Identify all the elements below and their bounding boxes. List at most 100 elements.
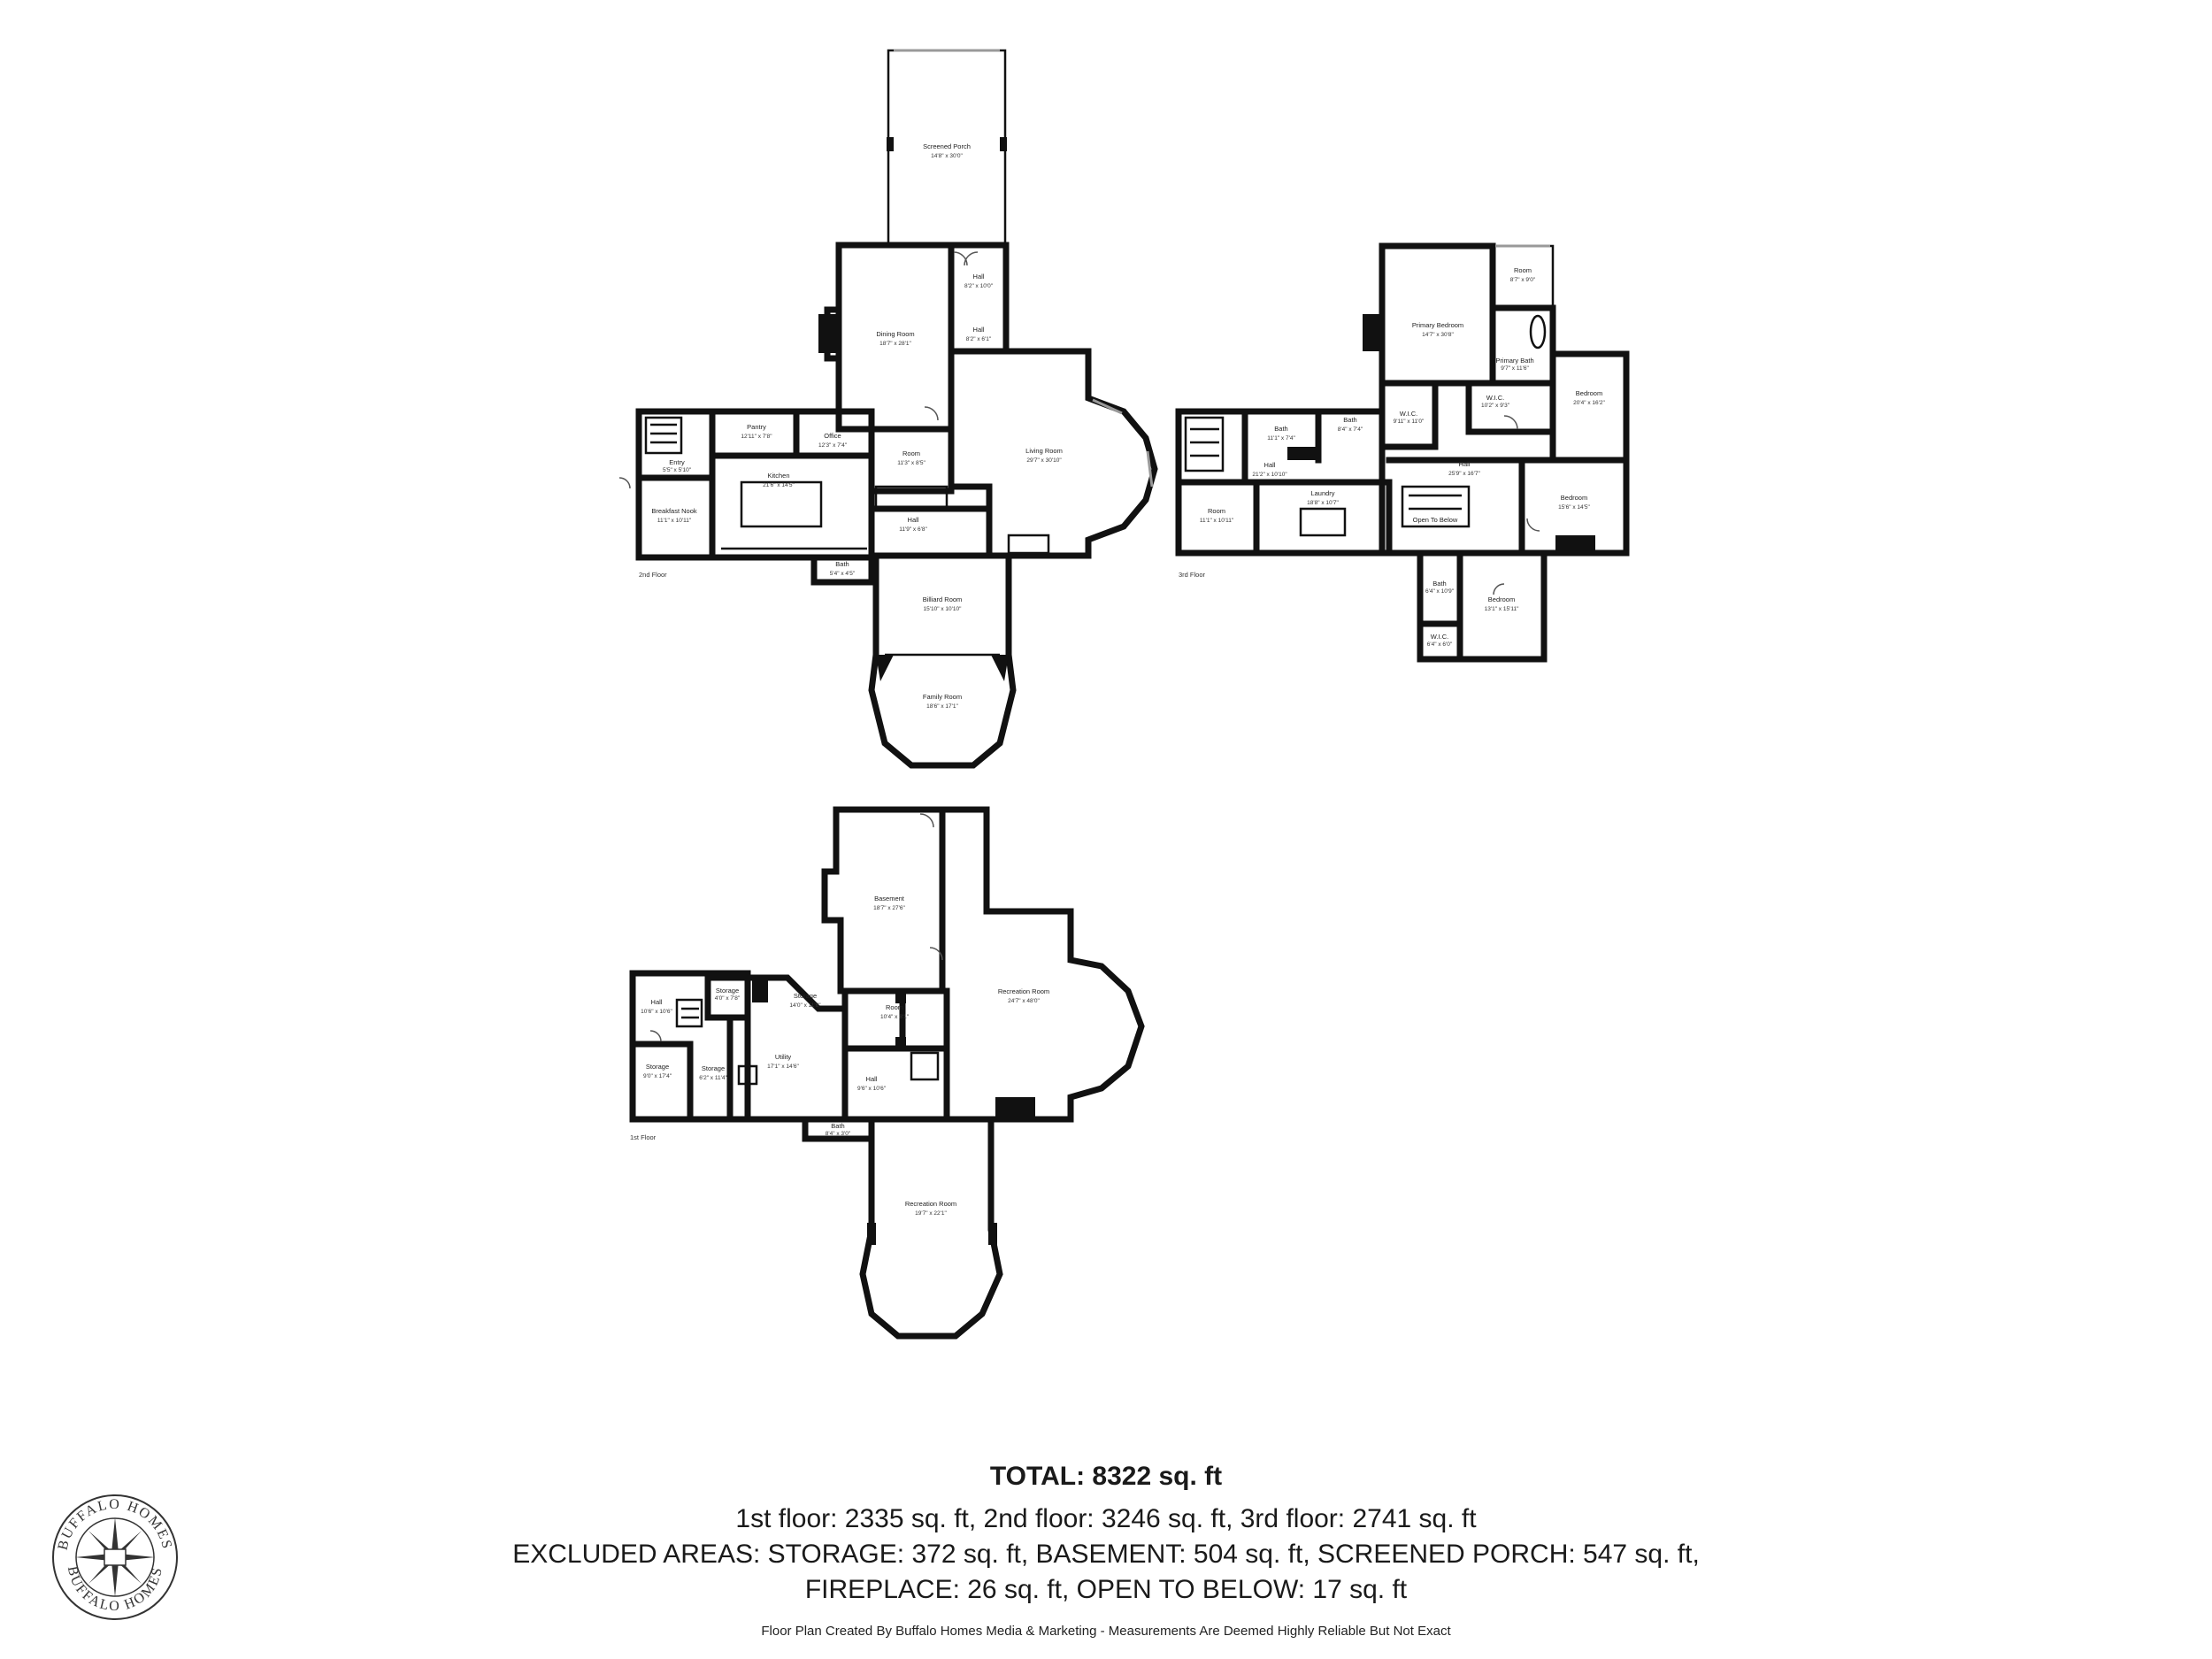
room-dims: 9'0" x 17'4" bbox=[643, 1073, 672, 1079]
room-dims: 18'6" x 17'1" bbox=[926, 703, 958, 710]
room-dims: 8'2" x 6'1" bbox=[966, 336, 992, 342]
room-label: Office bbox=[824, 432, 841, 440]
room-label: Bath bbox=[1274, 425, 1287, 433]
floor-label: 1st Floor bbox=[630, 1133, 657, 1141]
room-label: Storage bbox=[716, 987, 739, 995]
room-dims: 8'4" x 3'0" bbox=[826, 1131, 851, 1137]
room-label: W.I.C. bbox=[1431, 633, 1448, 641]
room-label: Screened Porch bbox=[923, 142, 971, 150]
compass-rose-seal-icon: BUFFALO HOMES BUFFALO HOMES bbox=[52, 1494, 178, 1620]
room-label: Pantry bbox=[747, 423, 766, 431]
room-dims: 24'7" x 48'0" bbox=[1008, 998, 1040, 1004]
room-label: Kitchen bbox=[767, 472, 789, 480]
room-dims: 14'8" x 30'0" bbox=[931, 153, 963, 159]
excluded-areas-continued: FIREPLACE: 26 sq. ft, OPEN TO BELOW: 17 … bbox=[804, 1575, 1408, 1604]
room-dims: 14'0" x 11'6" bbox=[789, 1002, 821, 1009]
room-dims: 6'4" x 10'9" bbox=[1425, 588, 1455, 595]
room-label: Hall bbox=[1264, 461, 1276, 469]
room-label: Entry bbox=[669, 458, 685, 466]
second-floor-plan bbox=[618, 49, 1158, 769]
room-dims: 8'4" x 7'4" bbox=[1338, 426, 1363, 433]
room-label: Hall bbox=[866, 1075, 878, 1083]
room-dims: 18'7" x 27'6" bbox=[873, 905, 905, 911]
room-label: Billiard Room bbox=[923, 595, 963, 603]
floor-label: 3rd Floor bbox=[1179, 571, 1206, 579]
room-label: Hall bbox=[973, 326, 985, 334]
room-dims: 5'5" x 5'10" bbox=[663, 467, 692, 473]
room-dims: 9'7" x 11'6" bbox=[1501, 365, 1529, 372]
room-label: Primary Bath bbox=[1495, 357, 1533, 365]
room-label: Dining Room bbox=[876, 330, 914, 338]
room-label: Basement bbox=[874, 895, 905, 902]
room-label: Bath bbox=[1343, 416, 1356, 424]
room-label: Family Room bbox=[923, 693, 962, 701]
room-label: Bath bbox=[831, 1122, 844, 1130]
credit-line: Floor Plan Created By Buffalo Homes Medi… bbox=[761, 1624, 1451, 1639]
room-dims: 21'6" x 14'5" bbox=[763, 482, 795, 488]
excluded-areas: EXCLUDED AREAS: STORAGE: 372 sq. ft, BAS… bbox=[512, 1540, 1700, 1569]
room-label: Room bbox=[886, 1003, 903, 1011]
room-label: Hall bbox=[1459, 460, 1471, 468]
room-dims: 6'2" x 11'4" bbox=[699, 1075, 727, 1081]
room-label: Bedroom bbox=[1576, 389, 1602, 397]
room-dims: 12'3" x 7'4" bbox=[818, 442, 848, 449]
room-dims: 11'3" x 8'5" bbox=[897, 460, 926, 466]
room-label: Hall bbox=[908, 516, 919, 524]
room-dims: 18'7" x 28'1" bbox=[879, 341, 911, 347]
room-label: Hall bbox=[973, 273, 985, 280]
room-label: W.I.C. bbox=[1486, 394, 1504, 402]
room-label: Storage bbox=[794, 992, 817, 1000]
room-dims: 10'6" x 10'6" bbox=[641, 1009, 672, 1015]
room-label: Open To Below bbox=[1413, 516, 1458, 524]
room-label: Room bbox=[1514, 266, 1532, 274]
room-dims: 11'1" x 7'4" bbox=[1267, 435, 1295, 442]
floor-plan-drawing: Screened Porch 14'8" x 30'0" Hall 8'2" x… bbox=[618, 49, 1630, 1340]
third-floor-plan bbox=[1175, 242, 1630, 663]
room-label: W.I.C. bbox=[1400, 410, 1417, 418]
room-dims: 15'10" x 10'10" bbox=[924, 606, 963, 612]
room-dims: 10'4" x 8'1" bbox=[880, 1014, 910, 1020]
room-dims: 5'4" x 4'5" bbox=[830, 571, 856, 577]
room-label: Breakfast Nook bbox=[651, 507, 697, 515]
floor-label: 2nd Floor bbox=[639, 571, 667, 579]
room-label: Recreation Room bbox=[905, 1200, 956, 1208]
room-dims: 13'1" x 15'11" bbox=[1485, 606, 1519, 612]
room-label: Recreation Room bbox=[998, 987, 1049, 995]
room-dims: 15'6" x 14'5" bbox=[1558, 504, 1590, 511]
total-area: TOTAL: 8322 sq. ft bbox=[989, 1462, 1223, 1491]
room-dims: 9'11" x 11'0" bbox=[1394, 419, 1425, 425]
room-label: Hall bbox=[651, 998, 663, 1006]
room-dims: 8'2" x 10'0" bbox=[964, 283, 994, 289]
room-label: Bedroom bbox=[1561, 494, 1587, 502]
room-dims: 6'4" x 6'0" bbox=[1427, 641, 1453, 648]
room-label: Bath bbox=[835, 560, 849, 568]
third-floor-labels: Primary Bedroom 14'7" x 30'8" Room 8'7" … bbox=[1179, 266, 1606, 648]
room-label: Storage bbox=[702, 1064, 725, 1072]
room-label: Primary Bedroom bbox=[1412, 321, 1463, 329]
first-floor-plan bbox=[629, 806, 1145, 1340]
room-label: Living Room bbox=[1025, 447, 1063, 455]
room-dims: 10'2" x 9'3" bbox=[1481, 403, 1510, 409]
room-dims: 4'0" x 7'8" bbox=[715, 995, 741, 1002]
room-label: Room bbox=[1208, 507, 1225, 515]
room-label: Storage bbox=[646, 1063, 669, 1071]
room-dims: 12'11" x 7'8" bbox=[741, 434, 772, 440]
floor-areas: 1st floor: 2335 sq. ft, 2nd floor: 3246 … bbox=[735, 1504, 1477, 1533]
room-dims: 25'9" x 16'7" bbox=[1448, 471, 1480, 477]
room-dims: 20'4" x 16'2" bbox=[1573, 400, 1605, 406]
room-dims: 11'1" x 10'11" bbox=[1200, 518, 1234, 524]
room-dims: 18'8" x 10'7" bbox=[1307, 500, 1339, 506]
room-dims: 21'2" x 10'10" bbox=[1252, 472, 1287, 478]
room-dims: 9'6" x 10'6" bbox=[857, 1086, 887, 1092]
room-dims: 17'1" x 14'6" bbox=[767, 1064, 799, 1070]
room-label: Utility bbox=[775, 1053, 792, 1061]
room-dims: 11'9" x 6'8" bbox=[899, 526, 927, 533]
second-floor-labels: Screened Porch 14'8" x 30'0" Hall 8'2" x… bbox=[639, 142, 1063, 710]
room-dims: 14'7" x 30'8" bbox=[1422, 332, 1454, 338]
room-label: Bedroom bbox=[1488, 595, 1515, 603]
room-dims: 8'7" x 9'0" bbox=[1510, 277, 1536, 283]
first-floor-labels: Basement 18'7" x 27'6" Recreation Room 2… bbox=[630, 895, 1049, 1217]
room-dims: 29'7" x 30'10" bbox=[1026, 457, 1062, 464]
room-label: Laundry bbox=[1310, 489, 1334, 497]
room-dims: 19'7" x 22'1" bbox=[915, 1210, 947, 1217]
